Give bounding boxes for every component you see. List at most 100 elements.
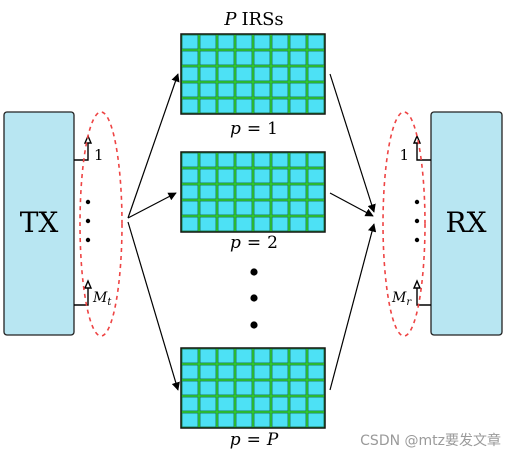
arrow-irs-P-to-rx <box>329 223 377 391</box>
irs-element <box>253 152 271 168</box>
irs-element <box>199 184 217 200</box>
irs-element <box>289 364 307 380</box>
irs-panel-1-label: p=1 <box>230 119 278 139</box>
irs-panel-1 <box>180 33 326 115</box>
irs-element <box>235 98 253 114</box>
irs-element <box>307 82 325 98</box>
rx-label: RX <box>445 206 486 239</box>
irs-element <box>217 380 235 396</box>
irs-element <box>235 364 253 380</box>
irs-element <box>181 66 199 82</box>
rx-antenna-1 <box>412 134 431 161</box>
irs-element <box>289 98 307 114</box>
irs-element <box>235 82 253 98</box>
irs-element <box>307 348 325 364</box>
arrow-irs-2-to-rx <box>329 192 374 217</box>
irs-element <box>271 82 289 98</box>
tx-label: TX <box>20 206 59 239</box>
irs-element <box>307 168 325 184</box>
arrow-irs-1-to-rx <box>329 73 376 213</box>
irs-element <box>217 200 235 216</box>
irs-element <box>181 348 199 364</box>
irs-element <box>289 34 307 50</box>
irs-element <box>289 396 307 412</box>
irs-element <box>253 34 271 50</box>
rx-antenna-first-label: 1 <box>399 146 409 164</box>
irs-count-symbol: P <box>223 9 237 30</box>
irs-element <box>181 34 199 50</box>
irs-panel-P-label: p=P <box>230 430 279 450</box>
irs-element <box>181 380 199 396</box>
tx-antenna-first-label: 1 <box>94 146 104 164</box>
irs-element <box>199 98 217 114</box>
irs-element <box>199 200 217 216</box>
irs-element <box>199 412 217 428</box>
tx-array-ellipse <box>79 111 123 337</box>
irs-element <box>307 380 325 396</box>
irs-element <box>289 152 307 168</box>
irs-element <box>271 50 289 66</box>
irs-element <box>271 98 289 114</box>
irs-element <box>253 216 271 232</box>
irs-element <box>199 152 217 168</box>
irs-element <box>271 168 289 184</box>
irs-element <box>271 396 289 412</box>
irs-element <box>235 412 253 428</box>
irs-element <box>181 82 199 98</box>
irs-element <box>181 396 199 412</box>
irs-element <box>199 364 217 380</box>
irs-element <box>253 348 271 364</box>
irs-element <box>235 380 253 396</box>
irs-element <box>271 412 289 428</box>
irs-element <box>217 348 235 364</box>
irs-element <box>307 152 325 168</box>
irs-element <box>271 34 289 50</box>
irs-element <box>289 66 307 82</box>
irs-element <box>271 364 289 380</box>
irs-element <box>217 216 235 232</box>
irs-element <box>253 200 271 216</box>
irs-element <box>271 66 289 82</box>
irs-element <box>253 98 271 114</box>
rx-antenna-last-label: Mr <box>391 290 412 308</box>
irs-element <box>307 412 325 428</box>
irs-element <box>253 364 271 380</box>
irs-element <box>307 216 325 232</box>
irs-element <box>235 168 253 184</box>
irs-element <box>199 380 217 396</box>
rx-antenna-last <box>412 279 431 306</box>
irs-element <box>289 412 307 428</box>
irs-element <box>253 396 271 412</box>
tx-antenna-last-label: Mt <box>92 290 112 308</box>
irs-element <box>217 82 235 98</box>
irs-element <box>289 50 307 66</box>
tx-antenna-1 <box>74 134 93 161</box>
irs-element <box>253 412 271 428</box>
rx-array-ellipse <box>382 111 426 337</box>
rx-antenna-dots <box>414 199 420 243</box>
irs-element <box>289 168 307 184</box>
irs-element <box>199 348 217 364</box>
irs-element <box>235 184 253 200</box>
irs-element <box>217 412 235 428</box>
irs-element <box>307 98 325 114</box>
irs-element <box>217 50 235 66</box>
irs-element <box>235 66 253 82</box>
irs-title-text: IRSs <box>241 9 283 30</box>
irs-element <box>181 184 199 200</box>
irs-element <box>271 380 289 396</box>
irs-element <box>271 348 289 364</box>
irs-element <box>199 168 217 184</box>
irs-element <box>235 200 253 216</box>
irs-element <box>217 168 235 184</box>
irs-panel-P <box>180 347 326 429</box>
irs-element <box>217 152 235 168</box>
irs-element <box>289 348 307 364</box>
irs-element <box>181 200 199 216</box>
irs-element <box>199 66 217 82</box>
irs-element <box>307 396 325 412</box>
irs-element <box>199 50 217 66</box>
arrow-tx-to-irs-P <box>127 221 180 391</box>
